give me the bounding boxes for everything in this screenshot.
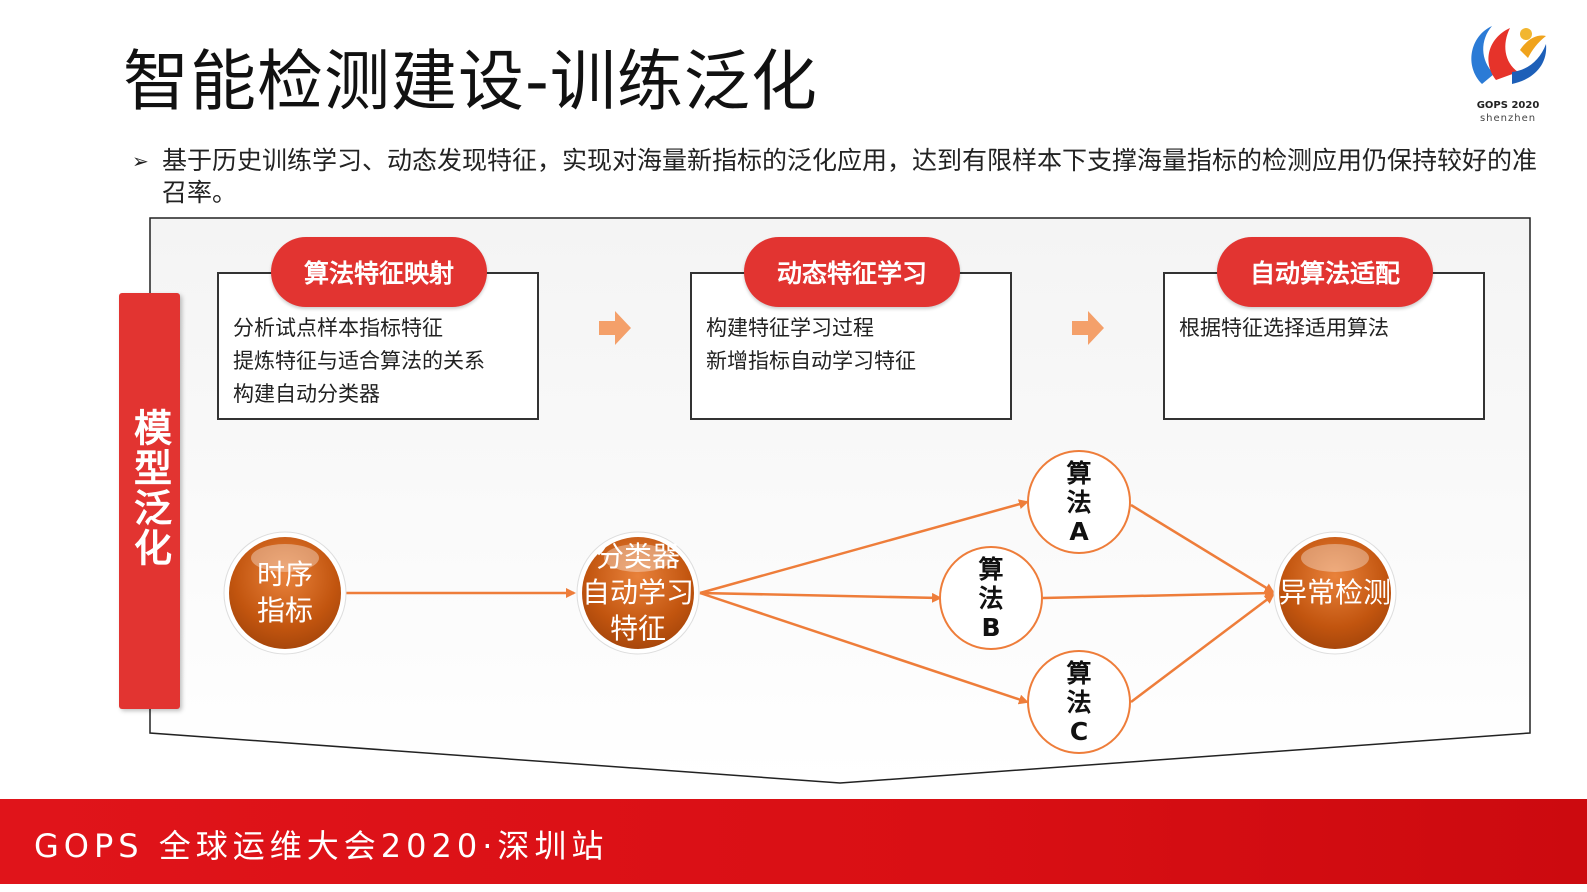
- step-arrow-right-icon: [1072, 311, 1104, 345]
- step-arrow-right-icon: [599, 311, 631, 345]
- step-1-line-2: 提炼特征与适合算法的关系: [233, 349, 485, 373]
- node-classifier-line-1: 分类器: [595, 540, 680, 573]
- step-2-line-2: 新增指标自动学习特征: [706, 349, 916, 373]
- step-2-line-1: 构建特征学习过程: [706, 316, 874, 340]
- flow-line-classifier-b: [699, 591, 942, 603]
- step-1-line-3: 构建自动分类器: [233, 382, 380, 406]
- flow-line-c-target: [1130, 593, 1275, 703]
- node-classifier-line-2: 自动学习: [581, 576, 694, 609]
- footer-text: GOPS 全球运维大会2020·深圳站: [34, 827, 609, 865]
- node-classifier-label: 分类器 自动学习 特征: [568, 537, 708, 649]
- intro-text: 基于历史训练学习、动态发现特征，实现对海量新指标的泛化应用，达到有限样本下支撑海…: [162, 146, 1538, 207]
- algorithm-b-line-3: B: [981, 612, 1001, 642]
- logo-text-city: shenzhen: [1479, 113, 1537, 124]
- algorithm-c-line-3: C: [1069, 716, 1089, 746]
- side-label-text: 模型泛化: [127, 408, 172, 568]
- slide-title: 智能检测建设-训练泛化: [123, 43, 818, 120]
- bullet-arrow-icon: ➢: [132, 149, 149, 173]
- step-3-line-1: 根据特征选择适用算法: [1179, 316, 1389, 340]
- step-2-title: 动态特征学习: [744, 237, 960, 307]
- footer-bar: GOPS 全球运维大会2020·深圳站: [0, 799, 1587, 884]
- algorithm-a-line-3: A: [1069, 516, 1089, 546]
- algorithm-a-line-1: 算: [1066, 458, 1092, 488]
- step-3-title: 自动算法适配: [1217, 237, 1433, 307]
- flow-line-classifier-a: [699, 499, 1029, 595]
- flow-line-b-target: [1042, 588, 1275, 600]
- algorithm-a-label: 算 法 A: [1039, 458, 1119, 546]
- node-classifier: [576, 531, 700, 655]
- step-1-line-1: 分析试点样本指标特征: [233, 316, 443, 340]
- flow-line-a-target: [1130, 503, 1275, 594]
- node-source: [223, 531, 347, 655]
- node-algorithm-a: [1027, 450, 1131, 554]
- node-classifier-line-3: 特征: [609, 612, 666, 645]
- algorithm-b-label: 算 法 B: [951, 554, 1031, 642]
- node-source-line-2: 指标: [256, 594, 313, 627]
- logo-mark-icon: [1471, 26, 1547, 84]
- node-target-line-1: 异常检测: [1278, 576, 1391, 609]
- flow-line-classifier-c: [699, 591, 1029, 705]
- algorithm-b-line-1: 算: [978, 554, 1004, 584]
- algorithm-c-label: 算 法 C: [1039, 658, 1119, 746]
- node-source-label: 时序 指标: [229, 537, 341, 649]
- algorithm-a-line-2: 法: [1066, 487, 1092, 517]
- node-target-label: 异常检测: [1265, 537, 1405, 649]
- side-label-bar: 模型泛化: [119, 293, 180, 709]
- node-target: [1273, 531, 1397, 655]
- logo-text-gops: GOPS 2020: [1476, 100, 1540, 111]
- step-1-title: 算法特征映射: [271, 237, 487, 307]
- intro-bullet: ➢ 基于历史训练学习、动态发现特征，实现对海量新指标的泛化应用，达到有限样本下支…: [132, 145, 1552, 209]
- algorithm-c-line-1: 算: [1066, 658, 1092, 688]
- node-algorithm-b: [939, 546, 1043, 650]
- algorithm-c-line-2: 法: [1066, 687, 1092, 717]
- step-box-1: 分析试点样本指标特征 提炼特征与适合算法的关系 构建自动分类器: [217, 272, 539, 420]
- node-source-line-1: 时序: [256, 558, 313, 591]
- node-algorithm-c: [1027, 650, 1131, 754]
- algorithm-b-line-2: 法: [978, 583, 1004, 613]
- gops-logo: GOPS 2020 shenzhen: [1462, 14, 1562, 126]
